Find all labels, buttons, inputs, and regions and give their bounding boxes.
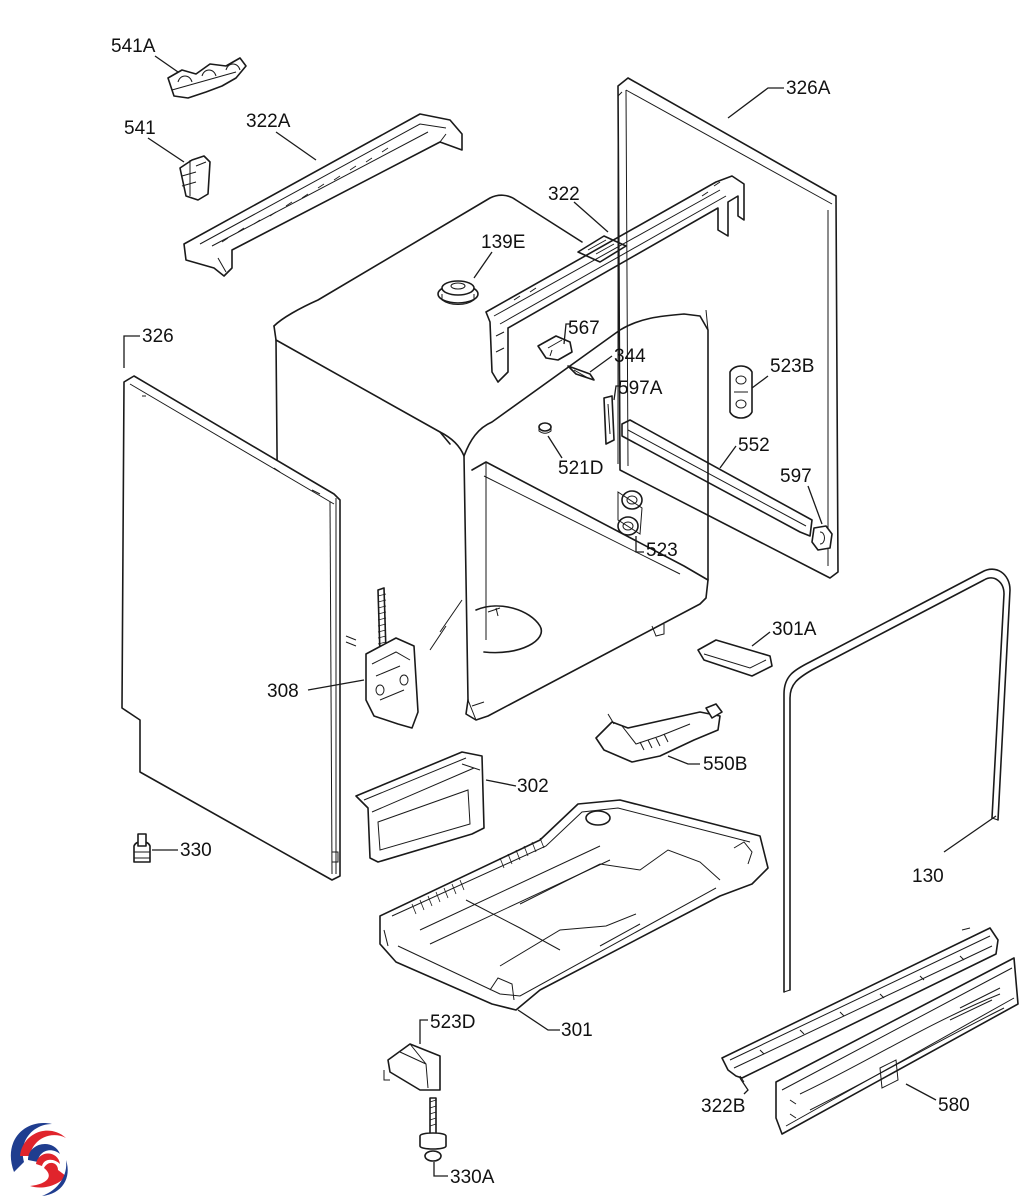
brand-swirl-logo xyxy=(4,1120,76,1196)
part-523D-holder[interactable] xyxy=(383,1043,441,1091)
part-330-foot[interactable] xyxy=(133,833,151,863)
part-301-base[interactable] xyxy=(379,799,769,1011)
part-130-gasket[interactable] xyxy=(783,568,1011,993)
label-301: 301 xyxy=(561,1020,593,1041)
part-597A-latch[interactable] xyxy=(603,395,615,445)
part-541A-clip[interactable] xyxy=(167,57,247,99)
part-597-clip[interactable] xyxy=(811,525,833,551)
label-344: 344 xyxy=(614,346,646,367)
part-523-fittings[interactable] xyxy=(617,490,643,536)
part-330A-foot[interactable] xyxy=(419,1097,447,1162)
label-541: 541 xyxy=(124,118,156,139)
label-523B: 523B xyxy=(770,356,814,377)
label-322A: 322A xyxy=(246,111,291,132)
part-550B-bracket[interactable] xyxy=(595,703,723,763)
part-326-side-panel[interactable] xyxy=(121,375,341,881)
part-567-clamp[interactable] xyxy=(537,335,573,361)
label-130: 130 xyxy=(912,866,944,887)
part-541-bracket[interactable] xyxy=(179,155,211,201)
label-523D: 523D xyxy=(430,1012,475,1033)
label-322: 322 xyxy=(548,184,580,205)
part-326A-side-panel[interactable] xyxy=(617,77,839,579)
label-597A: 597A xyxy=(618,378,663,399)
part-302-frame[interactable] xyxy=(355,751,485,863)
label-301A: 301A xyxy=(772,619,817,640)
part-322A-rail[interactable] xyxy=(183,113,463,277)
label-580: 580 xyxy=(938,1095,970,1116)
part-tub-body[interactable] xyxy=(273,194,709,721)
part-521D-plug[interactable] xyxy=(538,422,552,434)
label-550B: 550B xyxy=(703,754,747,775)
label-552: 552 xyxy=(738,435,770,456)
label-322B: 322B xyxy=(701,1096,745,1117)
label-326A: 326A xyxy=(786,78,831,99)
part-308-hinge[interactable] xyxy=(345,587,419,729)
label-139E: 139E xyxy=(481,232,525,253)
part-301A-bracket[interactable] xyxy=(697,639,773,677)
label-597: 597 xyxy=(780,466,812,487)
label-567: 567 xyxy=(568,318,600,339)
part-523B-grommet[interactable] xyxy=(729,365,753,419)
part-322B-rail[interactable] xyxy=(721,927,999,1083)
part-552-rail[interactable] xyxy=(621,419,813,537)
label-330: 330 xyxy=(180,840,212,861)
part-322-beam[interactable] xyxy=(485,175,745,383)
part-580-panel[interactable] xyxy=(775,957,1019,1135)
label-302: 302 xyxy=(517,776,549,797)
label-521D: 521D xyxy=(558,458,603,479)
part-139E-nut[interactable] xyxy=(437,280,479,305)
label-330A: 330A xyxy=(450,1167,495,1188)
label-326: 326 xyxy=(142,326,174,347)
label-523: 523 xyxy=(646,540,678,561)
label-541A: 541A xyxy=(111,36,156,57)
part-344-clip[interactable] xyxy=(567,365,595,381)
label-308: 308 xyxy=(267,681,299,702)
